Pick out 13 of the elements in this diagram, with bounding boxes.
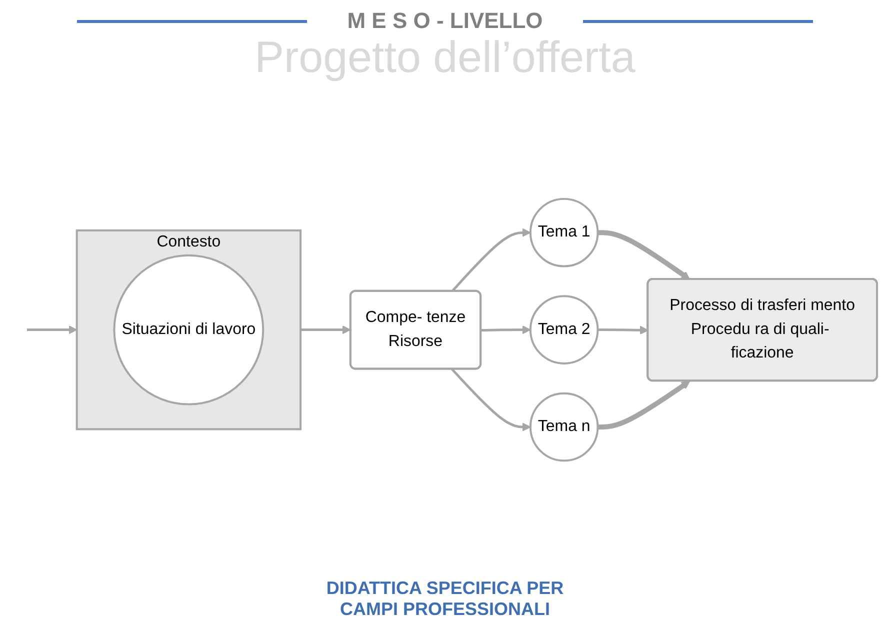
node-circle: Tema 1 xyxy=(529,198,599,268)
node-circle: Tema n xyxy=(529,392,599,462)
arrow xyxy=(481,326,531,335)
arrow xyxy=(598,381,690,430)
node-circle: Tema 2 xyxy=(529,296,599,365)
arrow xyxy=(598,230,690,280)
arrow xyxy=(451,228,531,293)
arrow xyxy=(451,368,531,432)
node-circle: Situazioni di lavoro xyxy=(113,254,264,406)
arrow xyxy=(300,326,351,335)
arrow xyxy=(598,326,648,335)
caption: DIDATTICA SPECIFICA PER CAMPI PROFESSIONALI xyxy=(325,578,565,620)
title: M E S O - LIVELLO xyxy=(347,8,543,34)
